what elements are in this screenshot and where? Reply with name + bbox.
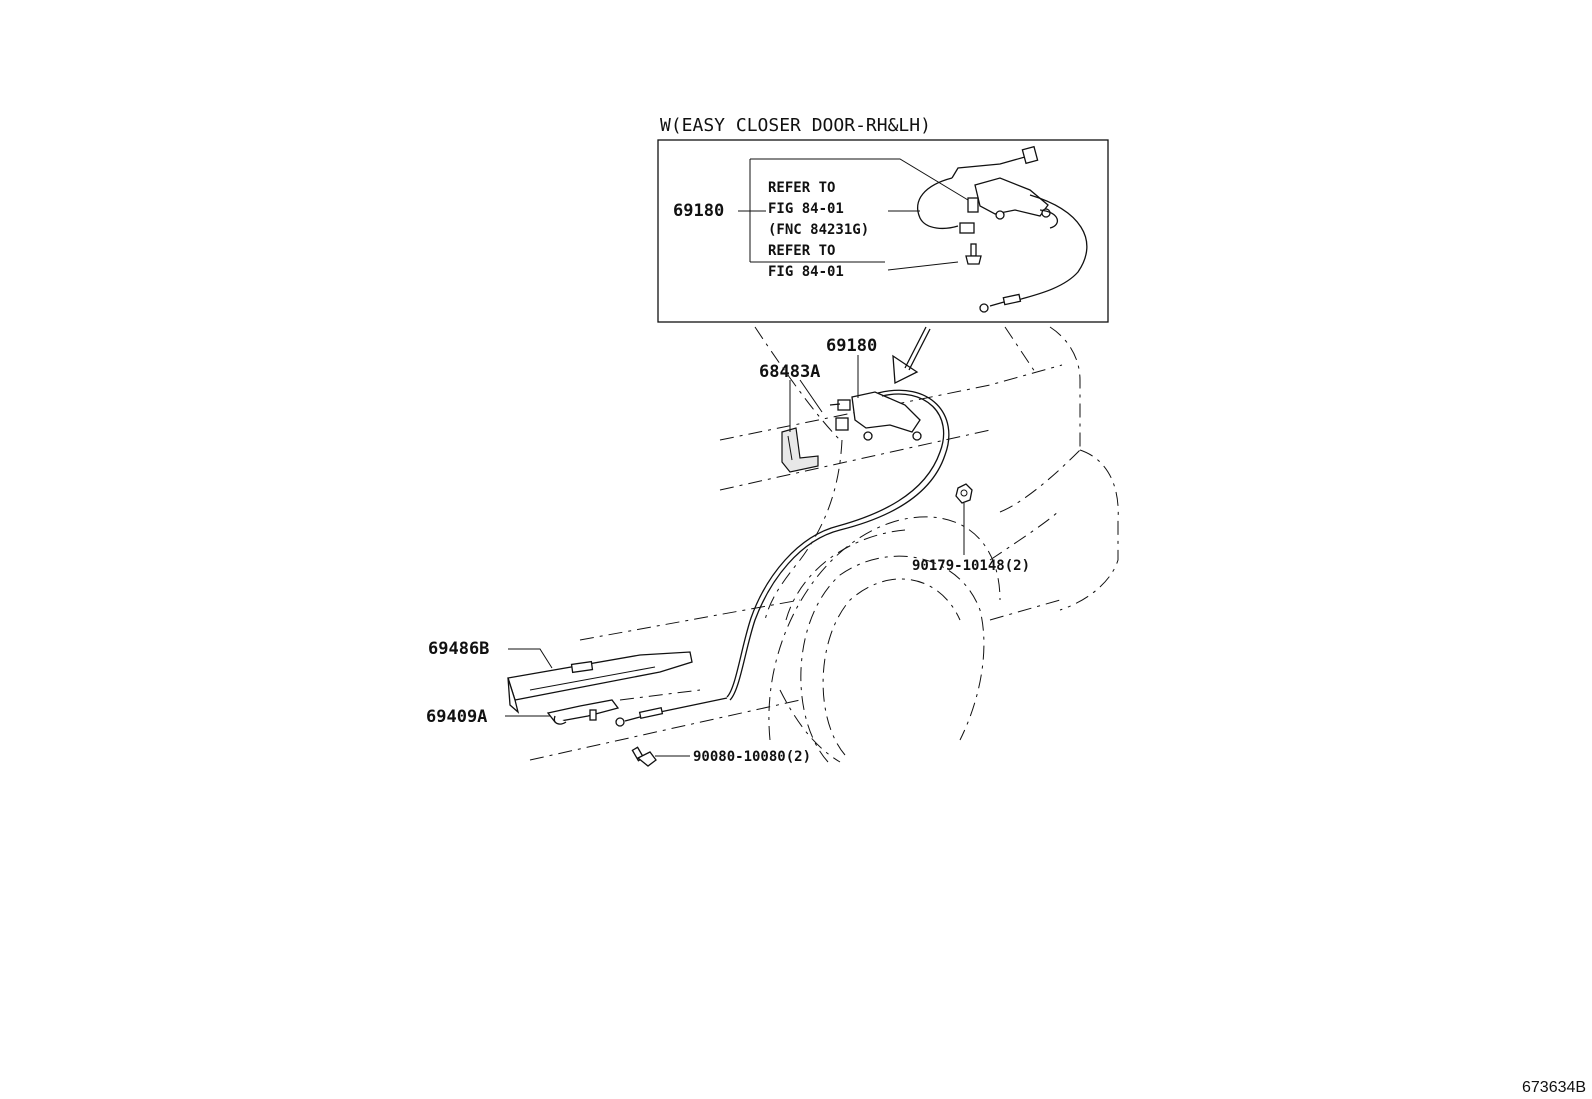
label-69180: 69180 xyxy=(826,336,877,356)
clip-68483A xyxy=(781,427,819,473)
inset-ref-line-5: FIG 84-01 xyxy=(768,264,844,280)
label-69409A: 69409A xyxy=(426,707,487,727)
inset-leader-top xyxy=(750,158,969,201)
cable-assembly-69180 xyxy=(615,389,950,727)
label-90080-10080: 90080-10080(2) xyxy=(693,749,811,765)
label-68483A: 68483A xyxy=(759,362,820,382)
inset-part-number: 69180 xyxy=(673,201,724,221)
label-90179-10148: 90179-10148(2) xyxy=(912,558,1030,574)
leader-69486B xyxy=(508,648,553,669)
figure-id: 673634B xyxy=(1522,1079,1586,1096)
inset-ref-line-4: REFER TO xyxy=(768,243,835,259)
view-arrow xyxy=(892,326,927,385)
vehicle-body-outline xyxy=(529,326,1119,763)
inset-leader-bottom xyxy=(887,261,959,271)
bracket-69409A xyxy=(546,699,620,725)
inset-ref-line-1: REFER TO xyxy=(768,180,835,196)
variant-header: W(EASY CLOSER DOOR-RH&LH) xyxy=(660,115,931,136)
protector-69486B xyxy=(507,651,693,714)
inset-frame xyxy=(657,139,1109,323)
inset-ref-line-2: FIG 84-01 xyxy=(768,201,844,217)
inset-cable-assembly xyxy=(917,145,1088,313)
leader-68483A-b xyxy=(799,379,823,413)
bolt-90080 xyxy=(631,746,657,767)
nut-90179 xyxy=(955,483,973,504)
label-69486B: 69486B xyxy=(428,639,489,659)
inset-ref-line-3: (FNC 84231G) xyxy=(768,222,869,238)
